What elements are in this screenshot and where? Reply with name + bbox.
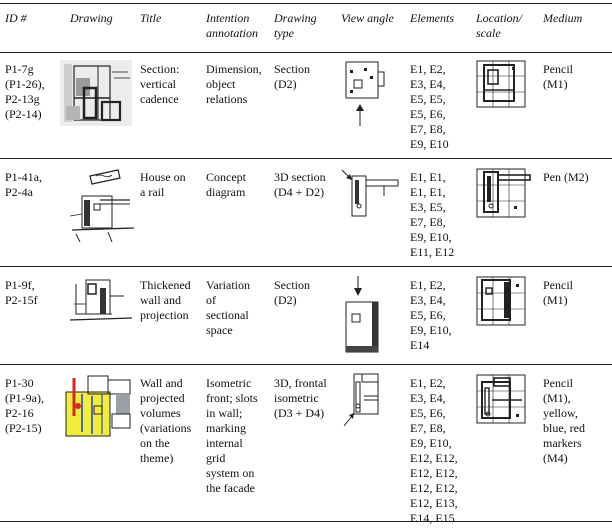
row-4-view-angle-icon (343, 373, 379, 427)
row-4-title: Wall and projected volumes (variations o… (140, 376, 192, 465)
row-3-id: P1-9f, P2-15f (5, 278, 38, 307)
row-4-id: P1-30 (P1-9a), P2-16 (P2-15) (5, 376, 44, 435)
header-drawing: Drawing (70, 11, 113, 25)
row-4-elements: E1, E2, E3, E4, E5, E6, E7, E8, E9, E10,… (410, 376, 458, 525)
row-3-medium: Pencil (M1) (543, 278, 573, 307)
row-divider (0, 266, 612, 267)
row-2-location-map (476, 168, 531, 218)
row-4-sketch-image (65, 375, 131, 437)
row-2-medium: Pen (M2) (543, 170, 589, 184)
header-title: Title (140, 11, 162, 25)
header-rule (0, 52, 612, 53)
header-medium: Medium (543, 11, 583, 25)
row-divider (0, 158, 612, 159)
row-2-title: House on a rail (140, 170, 186, 199)
header-intention-annotation: Intention annotation (206, 11, 259, 40)
row-1-title: Section: vertical cadence (140, 62, 180, 106)
row-2-drawing-type: 3D section (D4 + D2) (274, 170, 326, 199)
row-2-id: P1-41a, P2-4a (5, 170, 42, 199)
row-divider (0, 364, 612, 365)
row-1-drawing-type: Section (D2) (274, 62, 310, 91)
row-2-view-angle-icon (341, 169, 399, 217)
row-4-location-map (476, 374, 526, 424)
header-elements: Elements (410, 11, 454, 25)
row-4-intention: Isometric front; slots in wall; marking … (206, 376, 258, 495)
row-4-drawing-type: 3D, frontal isometric (D3 + D4) (274, 376, 327, 420)
row-3-view-angle-icon (345, 276, 379, 353)
table-bottom-rule (0, 521, 612, 522)
header-drawing-type: Drawing type (274, 11, 317, 40)
table-top-rule (0, 3, 612, 4)
row-3-elements: E1, E2, E3, E4, E5, E6, E9, E10, E14 (410, 278, 452, 352)
row-3-sketch-image (69, 279, 133, 321)
header-view-angle: View angle (341, 11, 394, 25)
row-2-sketch-image (69, 169, 135, 243)
header-id: ID # (5, 11, 27, 25)
row-1-view-angle-icon (345, 61, 385, 126)
row-1-id: P1-7g (P1-26), P2-13g (P2-14) (5, 62, 45, 121)
header-location-scale: Location/ scale (476, 11, 523, 40)
row-3-intention: Variation of sectional space (206, 278, 250, 337)
row-2-elements: E1, E1, E1, E1, E3, E5, E7, E8, E9, E10,… (410, 170, 455, 259)
row-1-medium: Pencil (M1) (543, 62, 573, 91)
row-1-intention: Dimension, object relations (206, 62, 262, 106)
row-2-intention: Concept diagram (206, 170, 246, 199)
row-1-elements: E1, E2, E3, E4, E5, E5, E5, E6, E7, E8, … (410, 62, 449, 151)
row-1-sketch-image (60, 60, 132, 126)
row-3-drawing-type: Section (D2) (274, 278, 310, 307)
row-4-medium: Pencil (M1), yellow, blue, red markers (… (543, 376, 585, 465)
row-3-title: Thickened wall and projection (140, 278, 191, 322)
row-1-location-map (476, 60, 526, 108)
row-3-location-map (476, 276, 526, 326)
